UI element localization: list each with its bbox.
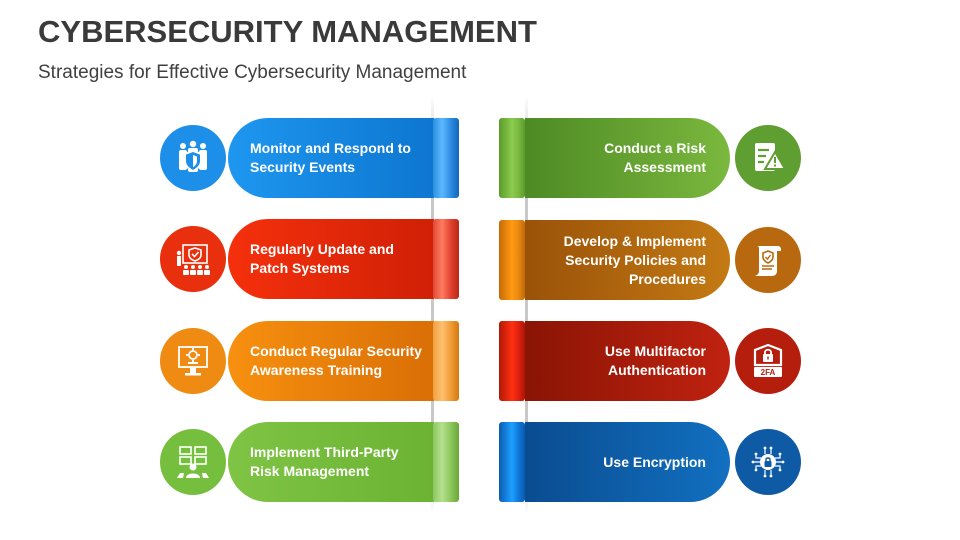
strategy-label: Conduct a Risk Assessment <box>604 140 706 175</box>
ribbon-tab <box>499 422 525 502</box>
ribbon-tab <box>433 219 459 299</box>
presentation-shield-icon <box>160 226 226 292</box>
strategy-label-pill: Develop & Implement Security Policies an… <box>525 220 730 300</box>
strategy-right-1: Conduct a Risk Assessment <box>499 118 809 198</box>
strategy-left-3: Conduct Regular Security Awareness Train… <box>160 321 460 401</box>
strategy-label: Conduct Regular Security Awareness Train… <box>250 343 422 378</box>
ribbon-tab <box>433 118 459 198</box>
team-shield-icon <box>160 125 226 191</box>
ribbon-tab <box>499 321 525 401</box>
strategy-label-pill: Use Encryption <box>525 422 730 502</box>
strategy-label-pill: Monitor and Respond to Security Events <box>228 118 434 198</box>
strategy-right-3: Use Multifactor Authentication 2FA <box>499 321 809 401</box>
strategy-label: Implement Third-Party Risk Management <box>250 444 399 479</box>
ribbon-tab <box>433 321 459 401</box>
shield-lock-2fa-icon: 2FA <box>735 328 801 394</box>
strategy-label: Regularly Update and Patch Systems <box>250 241 394 276</box>
strategy-right-2: Develop & Implement Security Policies an… <box>499 220 809 300</box>
user-screens-icon <box>160 429 226 495</box>
strategy-label-pill: Use Multifactor Authentication <box>525 321 730 401</box>
ribbon-tab <box>499 118 525 198</box>
circuit-lock-icon <box>735 429 801 495</box>
strategy-right-4: Use Encryption <box>499 422 809 502</box>
strategy-label: Monitor and Respond to Security Events <box>250 140 411 175</box>
strategy-label: Use Multifactor Authentication <box>604 343 706 378</box>
ribbon-tab <box>433 422 459 502</box>
strategy-label-pill: Conduct Regular Security Awareness Train… <box>228 321 434 401</box>
document-warning-icon <box>735 125 801 191</box>
ribbon-tab <box>499 220 525 300</box>
page-subtitle: Strategies for Effective Cybersecurity M… <box>38 62 467 83</box>
svg-text:2FA: 2FA <box>761 368 776 377</box>
center-divider-left <box>431 95 434 515</box>
strategy-label-pill: Implement Third-Party Risk Management <box>228 422 434 502</box>
strategy-left-1: Monitor and Respond to Security Events <box>160 118 460 198</box>
strategy-label: Use Encryption <box>603 453 706 470</box>
monitor-gear-icon <box>160 328 226 394</box>
policy-scroll-icon <box>735 227 801 293</box>
center-divider-right <box>525 95 528 515</box>
strategy-label-pill: Regularly Update and Patch Systems <box>228 219 434 299</box>
strategy-label-pill: Conduct a Risk Assessment <box>525 118 730 198</box>
page-title: CYBERSECURITY MANAGEMENT <box>38 14 537 49</box>
strategy-label: Develop & Implement Security Policies an… <box>563 232 706 287</box>
strategy-left-2: Regularly Update and Patch Systems <box>160 219 460 299</box>
strategy-left-4: Implement Third-Party Risk Management <box>160 422 460 502</box>
